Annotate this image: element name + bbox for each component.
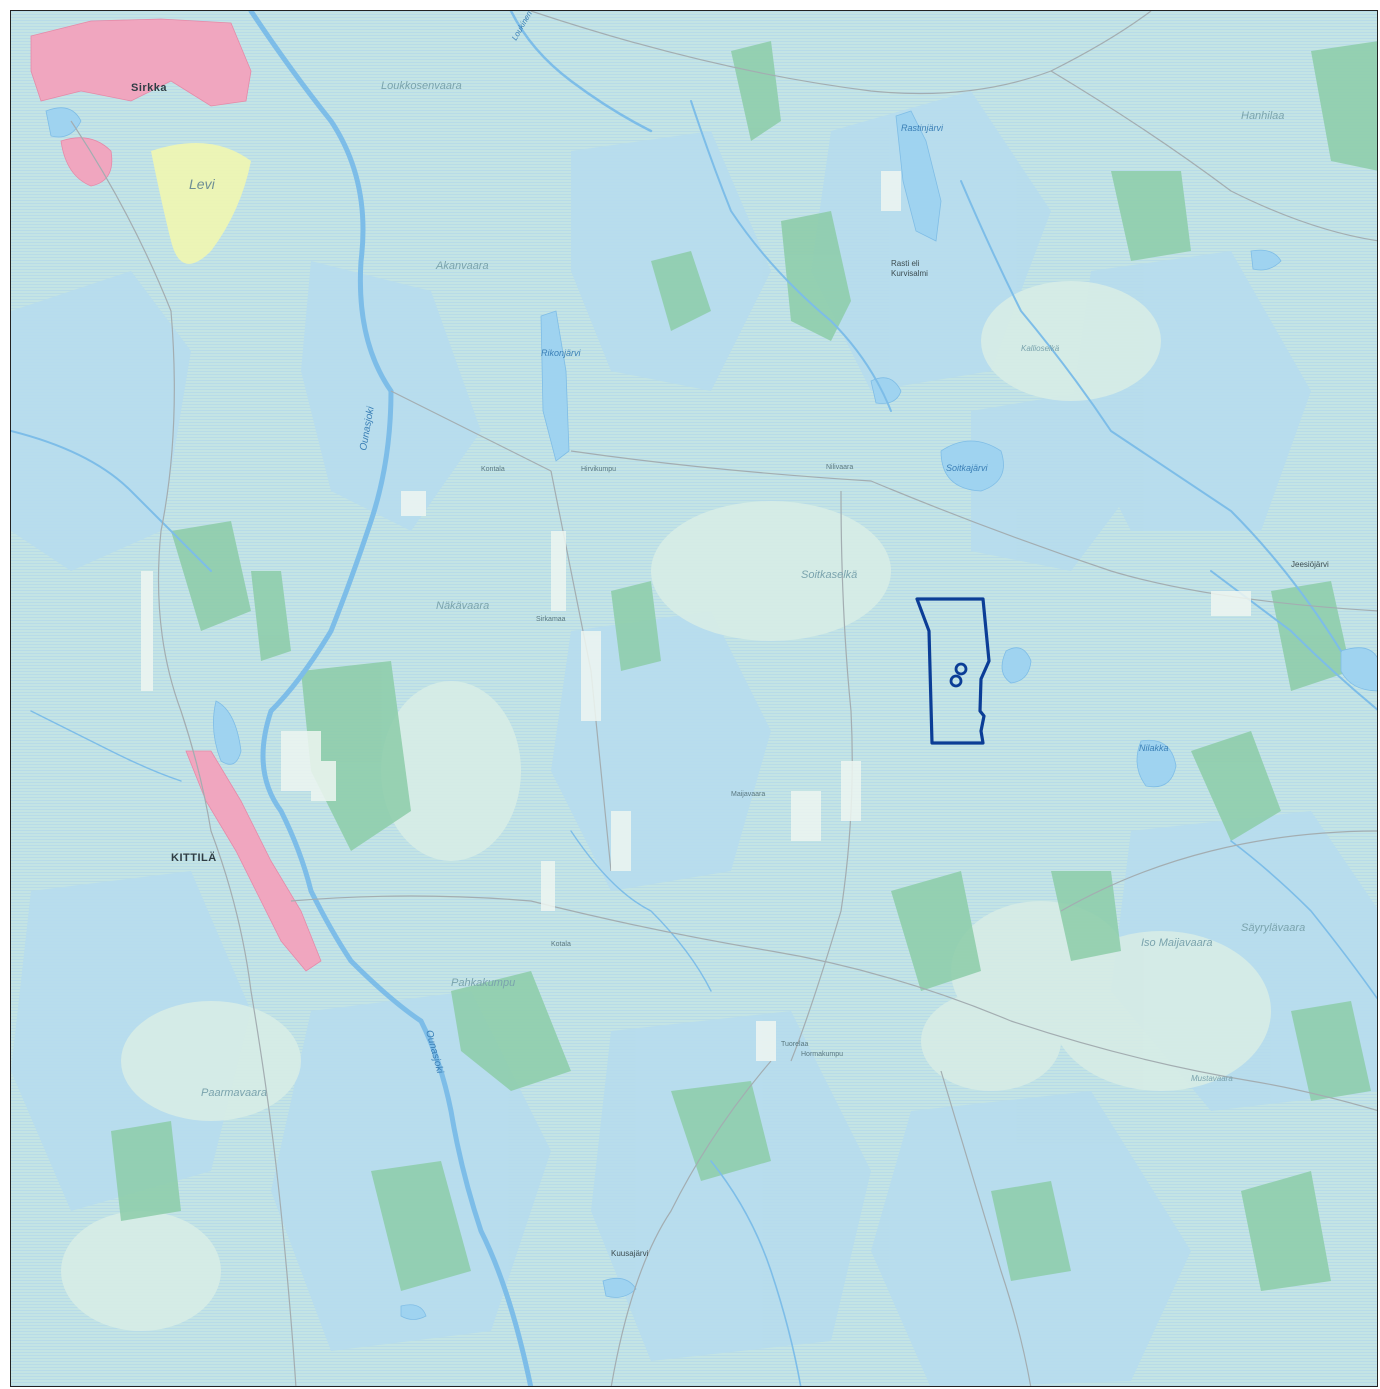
lake-soitkajarvi (940, 440, 1004, 492)
levi-ski-area (151, 143, 251, 264)
label-hirvikumpu: Hirvikumpu (581, 466, 616, 473)
label-hormakumpu: Hormakumpu (801, 1051, 843, 1058)
label-rastinjarvi: Rastinjärvi (901, 123, 944, 133)
map-frame: Sirkka Levi KITTILÄ Soitkaselkä Pahkakum… (10, 10, 1378, 1387)
label-layer: Sirkka Levi KITTILÄ Soitkaselkä Pahkakum… (131, 11, 1329, 1258)
label-rikonjarvi: Rikonjärvi (541, 348, 582, 358)
dry-land-layer (61, 281, 1271, 1331)
river-ounasjoki (248, 11, 534, 1386)
urban-levi-south (60, 137, 113, 187)
label-kotala: Kotala (551, 941, 571, 948)
label-kuusajarvi: Kuusajärvi (611, 1249, 649, 1258)
label-jeesiojarvi: Jeesiöjärvi (1291, 560, 1329, 569)
label-paarmavaara: Paarmavaara (201, 1087, 267, 1099)
boundary-circle-upper[interactable] (954, 662, 968, 676)
label-sayrylavaara: Säyrylävaara (1241, 922, 1305, 934)
label-levi: Levi (189, 176, 216, 192)
lake-rikonjarvi (540, 310, 570, 462)
label-nilakka: Nilakka (1139, 743, 1169, 753)
lake-rastinjarvi (895, 110, 942, 242)
label-nilivaara: Nilivaara (826, 464, 853, 471)
label-hanhilaa: Hanhilaa (1241, 110, 1284, 122)
project-area-boundary[interactable] (915, 597, 991, 745)
lake-near-boundary (1001, 647, 1032, 684)
boundary-circle-lower[interactable] (949, 674, 963, 688)
label-kallioselka: Kallioselkä (1021, 344, 1060, 353)
label-naakavaara: Näkävaara (436, 600, 489, 612)
label-kurvisalmi: Kurvisalmi (891, 269, 928, 278)
river-layer (11, 11, 1377, 1386)
urban-kittila (185, 750, 322, 972)
forest-layer (111, 41, 1377, 1291)
label-akanvaara: Akanvaara (435, 260, 489, 272)
label-sirkka: Sirkka (131, 82, 167, 94)
label-mustavaara: Mustavaara (1191, 1074, 1233, 1083)
label-pahkakumpu: Pahkakumpu (451, 977, 515, 989)
topographic-map[interactable]: Sirkka Levi KITTILÄ Soitkaselkä Pahkakum… (11, 11, 1378, 1387)
label-soitkajarvi: Soitkajärvi (946, 463, 989, 473)
label-iso-maijavaara: Iso Maijavaara (1141, 937, 1213, 949)
label-rasti: Rasti eli (891, 259, 920, 268)
lake-nilakkajarvi (1136, 739, 1177, 788)
boundary-outline[interactable] (915, 597, 991, 745)
urban-sirkka (30, 18, 252, 107)
lake-kittila (213, 700, 242, 765)
label-sirkamaa: Sirkamaa (536, 616, 566, 623)
label-tuorelaa: Tuorelaa (781, 1041, 808, 1048)
label-kittila: KITTILÄ (171, 851, 217, 864)
label-kontala: Kontala (481, 466, 505, 473)
label-soitkaselka: Soitkaselkä (801, 569, 857, 581)
label-loukkosenvaara: Loukkosenvaara (381, 80, 462, 92)
urban-layer (30, 18, 322, 972)
label-maijavaara: Maijavaara (731, 791, 765, 798)
field-layer (141, 171, 1251, 1061)
